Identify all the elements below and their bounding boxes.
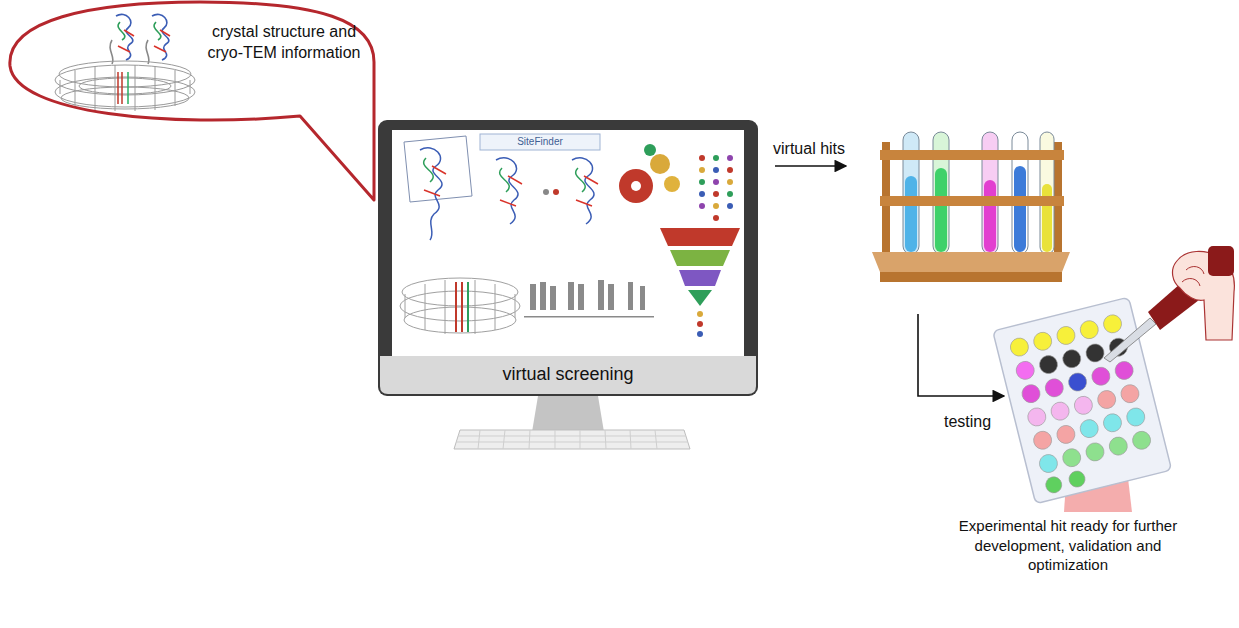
node-text: crystal structure and cryo-TEM informati… (196, 22, 372, 64)
cryo-ring (55, 61, 195, 111)
flow-arrow (775, 165, 846, 167)
ring-highlight (456, 282, 462, 332)
dot (553, 189, 559, 195)
funnel (660, 228, 740, 337)
speech-bubble (10, 2, 374, 200)
keyboard (454, 430, 690, 449)
protein-ribbon (110, 14, 170, 64)
node-text: Experimental hit ready for further devel… (946, 516, 1190, 575)
flow-arrow (918, 314, 1004, 396)
ring-highlight (467, 282, 469, 332)
monitor-screen (392, 130, 744, 356)
hand-pipette (1104, 246, 1234, 362)
dot (543, 189, 549, 195)
microplate (993, 297, 1172, 504)
result-box: Experimental hit ready for further devel… (946, 516, 1190, 579)
cryo-ring (400, 278, 520, 334)
arrow-label: virtual hits (773, 140, 845, 158)
monitor-bezel (380, 356, 756, 394)
keyboard-keys (456, 430, 688, 449)
tab-title: SiteFinder (480, 134, 600, 150)
speech-bubble-text: crystal structure and cryo-TEM informati… (196, 22, 372, 68)
monitor: virtual screening (378, 120, 758, 396)
monitor-frame (378, 120, 758, 396)
frame-box (404, 136, 472, 202)
bezel-band: virtual screening (378, 356, 758, 394)
gears (619, 144, 680, 203)
conformation-strip (524, 280, 654, 318)
ring-highlight (127, 72, 129, 104)
tab-header (480, 134, 600, 150)
protein-ribbon (420, 148, 598, 240)
test-tube-rack (872, 132, 1070, 282)
arrow-label: testing (944, 413, 991, 431)
compound-dots (699, 155, 733, 221)
monitor-stand (532, 396, 604, 432)
ring-highlight (118, 72, 122, 104)
node-text: virtual screening (502, 364, 633, 386)
